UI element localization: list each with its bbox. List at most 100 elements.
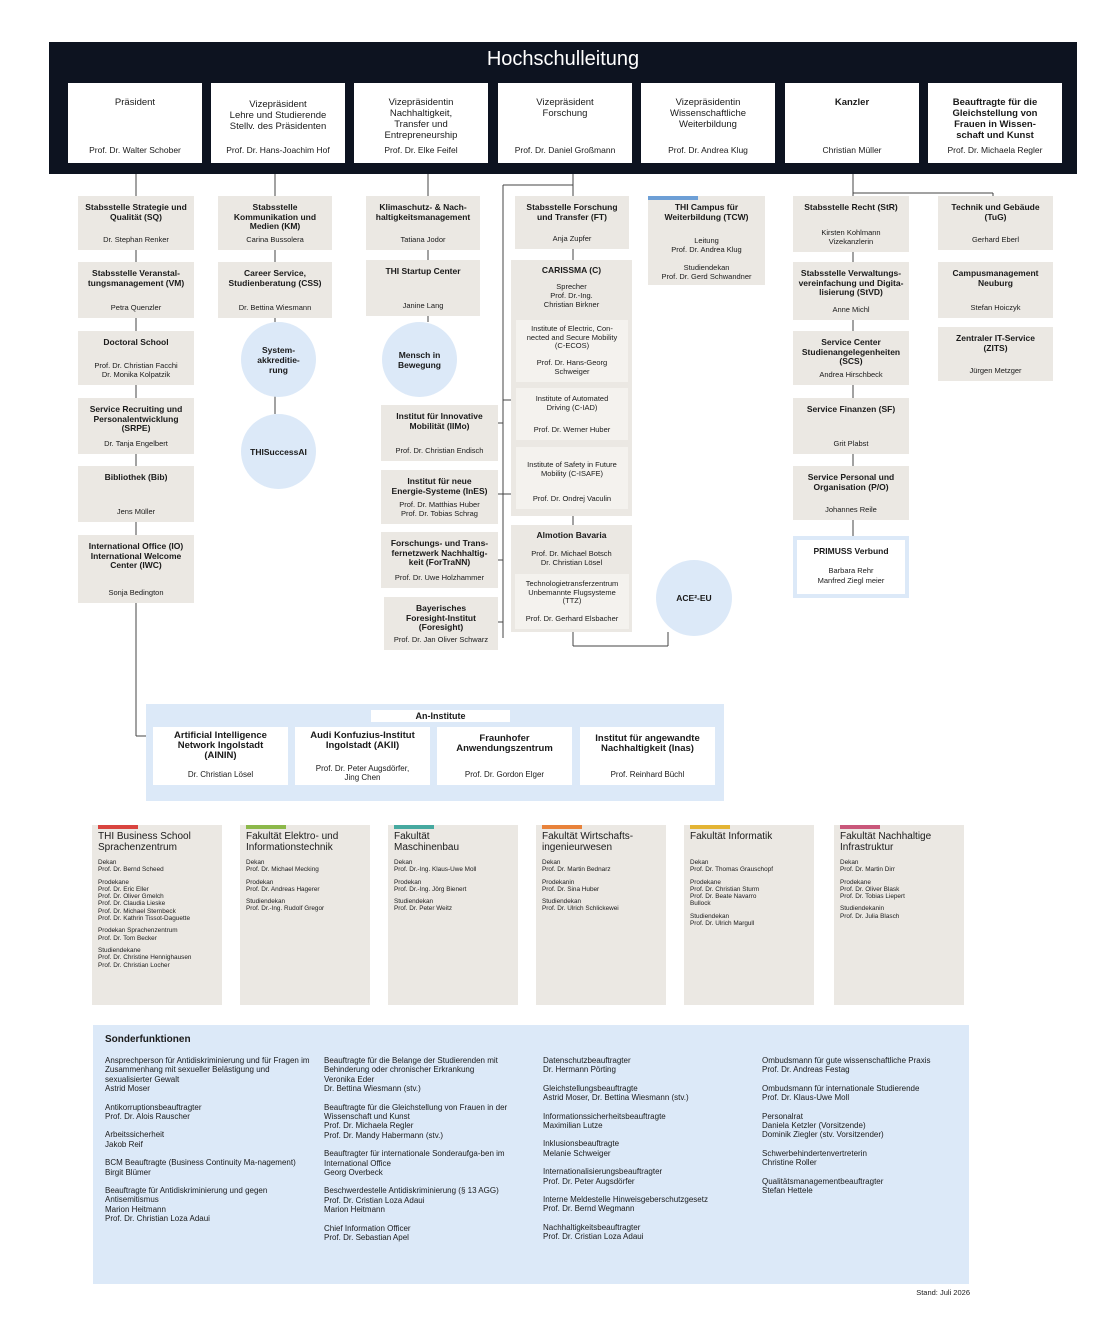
unit-srpe: Service Recruiting und Personalentwicklu…: [78, 398, 194, 454]
unit-person: Prof. Dr. Uwe Holzhammer: [394, 573, 485, 582]
sonderfunktion-person: Astrid Moser, Dr. Bettina Wiesmann (stv.…: [543, 1093, 689, 1103]
an-institute-fraunhofer: Fraunhofer Anwendungszentrum Prof. Dr. G…: [437, 727, 572, 785]
sonderfunktion-person: Prof. Dr. Alois Rauscher: [105, 1112, 190, 1122]
faculty-role: Prodekanin Prof. Dr. Sina Huber: [542, 878, 600, 893]
faculty-body: Dekan Prof. Dr. Martin Dirr Prodekane Pr…: [840, 859, 958, 920]
sonderfunktion-person: Dr. Hermann Pörting: [543, 1065, 616, 1075]
unit-person: Prof. Dr. Hans-Georg Schweiger: [536, 358, 608, 376]
circle-mensch-in-bewegung: Mensch in Bewegung: [382, 322, 457, 397]
sonderfunktion-person: Prof. Dr. Peter Augsdörfer: [543, 1176, 635, 1186]
faculty-title: Fakultät Nachhaltige Infrastruktur: [840, 831, 932, 853]
unit-person: Johannes Reile: [825, 505, 877, 514]
sonderfunktionen-column-4: Ombudsmann für gute wissenschaftliche Pr…: [762, 1056, 968, 1204]
sonderfunktion-item: Beauftragte für die Belange der Studiere…: [324, 1056, 530, 1094]
faculty-title: THI Business School Sprachenzentrum: [98, 831, 191, 853]
sonderfunktion-person: Birgit Blümer: [105, 1167, 151, 1177]
sonderfunktion-person: Daniela Ketzler (Vorsitzende) Dominik Zi…: [762, 1121, 884, 1140]
faculty-role: Studiendekan Prof. Dr. Ulrich Margull: [690, 912, 755, 928]
unit-bibliothek: Bibliothek (Bib) Jens Müller: [78, 466, 194, 522]
unit-title: Campusmanagement Neuburg: [952, 268, 1039, 288]
unit-title: Institute of Electric, Con- nected and S…: [526, 324, 618, 350]
leader-title: Vizepräsidentin Wissenschaftliche Weiter…: [669, 97, 747, 130]
sonderfunktion-item: Beschwerdestelle Antidiskriminierung (§ …: [324, 1186, 530, 1214]
an-institute-name: Artificial Intelligence Network Ingolsta…: [174, 730, 267, 761]
sonderfunktion-role: Informationssicherheitsbeauftragte: [543, 1111, 666, 1121]
unit-title: Institut für neue Energie-Systeme (InES): [391, 476, 488, 496]
faculty-role: Prodekane Prof. Dr. Eric Eller Prof. Dr.…: [98, 878, 190, 923]
faculty-title: Fakultät Informatik: [690, 831, 773, 842]
faculty-role: Dekan Prof. Dr. Martin Dirr: [840, 859, 896, 874]
stand-date: Stand: Juli 2026: [916, 1288, 970, 1297]
unit-title: Institute of Safety in Future Mobility (…: [527, 460, 617, 478]
unit-person: Prof. Dr. Michael Botsch Dr. Christian L…: [531, 549, 612, 567]
unit-person: Barbara Rehr Manfred Ziegl meier: [817, 566, 885, 585]
unit-str: Stabsstelle Recht (StR) Kirsten Kohlmann…: [793, 196, 909, 252]
unit-io-iwc: International Office (IO) International …: [78, 535, 194, 603]
an-institute-title: An-Institute: [371, 710, 510, 722]
unit-person: Kirsten Kohlmann Vizekanzlerin: [821, 228, 881, 246]
unit-person: Sprecher Prof. Dr.-Ing. Christian Birkne…: [543, 282, 600, 309]
faculty-business-school: THI Business School Sprachenzentrum Deka…: [92, 825, 222, 1005]
faculty-color-bar: [690, 825, 730, 829]
sonderfunktion-role: Beauftragte für die Gleichstellung von F…: [324, 1102, 508, 1122]
unit-title: Doctoral School: [103, 337, 169, 347]
unit-title: Institut für Innovative Mobilität (IIMo): [396, 411, 483, 431]
leader-kanzler: Kanzler Christian Müller: [785, 83, 919, 163]
leader-title: Vizepräsidentin Nachhaltigkeit, Transfer…: [384, 97, 458, 141]
sonderfunktion-item: Ombudsmann für internationale Studierend…: [762, 1084, 968, 1103]
institute-fortrann: Forschungs- und Trans- fernetzwerk Nachh…: [381, 532, 498, 588]
sonderfunktion-person: Melanie Schweiger: [543, 1148, 611, 1158]
faculty-title: Fakultät Elektro- und Informationstechni…: [246, 831, 339, 853]
unit-person: Tatiana Jodor: [400, 235, 446, 244]
unit-zits: Zentraler IT-Service (ZITS) Jürgen Metzg…: [938, 327, 1053, 381]
unit-person: Prof. Dr. Matthias Huber Prof. Dr. Tobia…: [399, 500, 480, 518]
sonderfunktion-role: Datenschutzbeauftragter: [543, 1056, 631, 1065]
an-institute-person: Dr. Christian Lösel: [187, 770, 254, 779]
sonderfunktion-role: Interne Meldestelle Hinweisgeberschutzge…: [543, 1195, 708, 1205]
an-institute-akii: Audi Konfuzius-Institut Ingolstadt (AKII…: [295, 727, 430, 785]
unit-person: Andrea Hirschbeck: [819, 370, 883, 379]
institute-c-iad: Institute of Automated Driving (C-IAD) P…: [516, 388, 628, 440]
unit-ft: Stabsstelle Forschung und Transfer (FT) …: [515, 196, 629, 249]
faculty-role: Dekan Prof. Dr. Bernd Scheed: [98, 859, 164, 874]
sonderfunktion-role: Gleichstellungsbeauftragte: [543, 1083, 638, 1093]
sonderfunktion-person: Prof. Dr. Sebastian Apel: [324, 1233, 409, 1243]
unit-stvd: Stabsstelle Verwaltungs- vereinfachung u…: [793, 262, 909, 320]
circle-systemakkreditierung: System- akkreditie- rung: [241, 322, 316, 397]
faculty-color-bar: [840, 825, 880, 829]
unit-person: Gerhard Eberl: [971, 235, 1020, 244]
faculty-role: Dekan Prof. Dr. Martin Bednarz: [542, 859, 611, 874]
institute-foresight: Bayerisches Foresight-Institut (Foresigh…: [384, 597, 498, 650]
unit-title: Bibliothek (Bib): [104, 472, 168, 482]
unit-title: Technik und Gebäude (TuG): [951, 202, 1040, 222]
sonderfunktion-person: Veronika Eder Dr. Bettina Wiesmann (stv.…: [324, 1074, 421, 1094]
unit-title: International Office (IO) International …: [88, 541, 184, 570]
tcw-accent-bar: [648, 196, 698, 200]
faculty-wirtschaftsingenieurwesen: Fakultät Wirtschafts- ingenieurwesen Dek…: [536, 825, 666, 1005]
faculty-role: Prodekane Prof. Dr. Oliver Blask Prof. D…: [840, 878, 905, 901]
institute-ines: Institut für neue Energie-Systeme (InES)…: [381, 470, 498, 524]
sonderfunktionen-panel: [93, 1025, 969, 1284]
an-institute-inas: Institut für angewandte Nachhaltigkeit (…: [580, 727, 715, 785]
sonderfunktionen-column-2: Beauftragte für die Belange der Studiere…: [324, 1056, 530, 1252]
sonderfunktion-role: Ansprechperson für Antidiskriminierung u…: [105, 1056, 310, 1084]
sonderfunktion-role: Personalrat: [762, 1111, 803, 1121]
unit-title: CARISSMA (C): [541, 265, 602, 275]
sonderfunktion-item: BCM Beauftragte (Business Continuity Ma-…: [105, 1158, 311, 1177]
faculty-informatik: Fakultät Informatik Dekan Prof. Dr. Thom…: [684, 825, 814, 1005]
an-institute-person: Prof. Dr. Peter Augsdörfer, Jing Chen: [315, 764, 410, 782]
unit-title: Institute of Automated Driving (C-IAD): [535, 394, 609, 412]
unit-person: Prof. Dr. Christian Endisch: [395, 446, 484, 455]
sonderfunktion-item: Ansprechperson für Antidiskriminierung u…: [105, 1056, 311, 1094]
sonderfunktionen-column-1: Ansprechperson für Antidiskriminierung u…: [105, 1056, 311, 1233]
unit-person: Jürgen Metzger: [969, 366, 1022, 375]
sonderfunktion-role: Beauftragter für internationale Sonderau…: [324, 1149, 505, 1168]
unit-primuss-frame: PRIMUSS Verbund Barbara Rehr Manfred Zie…: [793, 536, 909, 598]
